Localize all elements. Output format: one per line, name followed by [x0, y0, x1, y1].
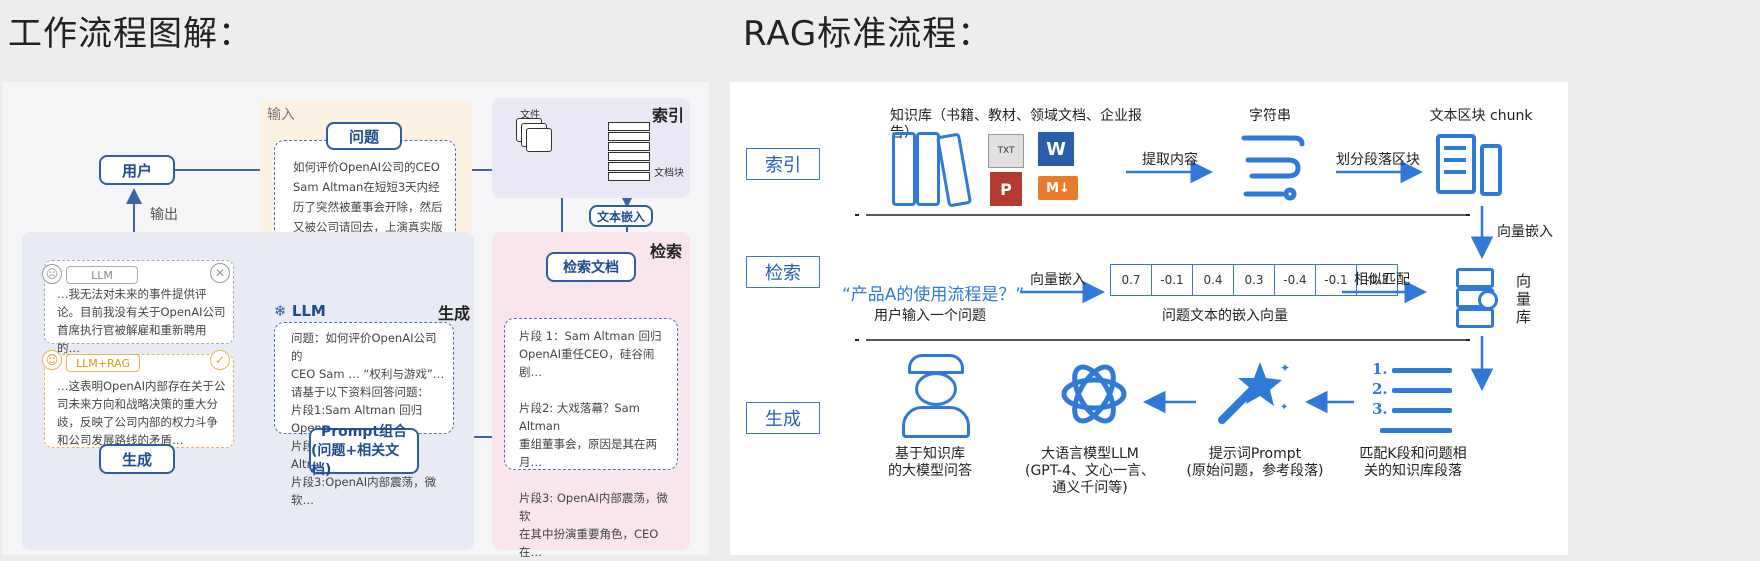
- doc-snippet-line: 片段3: OpenAI内部震荡，微软: [519, 491, 668, 523]
- generate-title: 生成: [438, 304, 471, 323]
- prompt-combine-button[interactable]: Prompt组合 (问题+相关文档): [309, 424, 419, 478]
- gen1-caption: 基于知识库 的大模型问答: [880, 446, 980, 480]
- llm-answer-text: …我无法对未来的事件提供评论。目前我没有关于OpenAI公司首席执行官被解雇和重…: [57, 287, 226, 355]
- pdf-file-icon: P: [990, 172, 1022, 206]
- left-panel: 输入 问题 如何评价OpenAI公司的CEO Sam Altman在短短3天内经…: [2, 82, 709, 559]
- docs-lines: 片段 1：Sam Altman 回归 OpenAI重任CEO，硅谷闹剧… 片段2: …: [505, 319, 677, 561]
- output-label: 输出: [150, 207, 178, 223]
- vector-cell: 0.4: [1193, 265, 1234, 295]
- doc-snippet-line: 片段2: 大戏落幕？Sam Altman: [519, 401, 640, 433]
- vector-cell: -0.1: [1316, 265, 1357, 295]
- retrieve-title: 检索: [650, 242, 683, 261]
- check-icon: ✓: [210, 350, 230, 370]
- embed-button[interactable]: 文本嵌入: [589, 205, 653, 227]
- string-label: 字符串: [1249, 108, 1291, 124]
- left-title: 工作流程图解：: [8, 14, 253, 54]
- input-label: 输入: [267, 107, 295, 123]
- index-zone: [492, 98, 690, 198]
- right-connectors: [855, 160, 1494, 414]
- snowflake-icon: ❄: [274, 302, 287, 320]
- gen3-line2: (原始问题，参考段落): [1186, 463, 1324, 479]
- embed-label-2: 向量嵌入: [1030, 272, 1086, 288]
- llm-tag: LLM: [66, 266, 138, 284]
- stage-retrieve: 检索: [746, 256, 820, 288]
- llm-label: ❄ LLM: [274, 302, 326, 320]
- svg-text:✦: ✦: [1280, 361, 1290, 375]
- gen4-line1: 匹配K段和问题相: [1359, 446, 1467, 462]
- files-label: 文件: [520, 110, 540, 121]
- gen2-line3: 通义千问等): [1052, 480, 1128, 496]
- prompt-line: 问题：如何评价OpenAI公司的: [291, 331, 437, 363]
- gen2-line1: 大语言模型LLM: [1041, 446, 1139, 462]
- doc-snippet-line: [519, 381, 669, 399]
- vector-cell: 0.7: [1111, 265, 1152, 295]
- gen2-line2: (GPT-4、文心一言、: [1025, 463, 1155, 479]
- smile-face-icon: ☺: [42, 350, 62, 370]
- vector-caption: 问题文本的嵌入向量: [1162, 308, 1288, 324]
- vector-cell: 0.3: [1234, 265, 1275, 295]
- list-num-1: 1.: [1372, 360, 1388, 378]
- stage-index: 索引: [746, 148, 820, 180]
- vdb-label: 向量库: [1516, 272, 1532, 326]
- doc-snippet-line: 重组董事会，原因是其在两月…: [519, 437, 657, 469]
- right-panel: 索引 检索 生成 知识库（书籍、教材、领域文档、企业报告） TXT W P M↓…: [730, 82, 1568, 555]
- gen1-line2: 的大模型问答: [888, 463, 972, 479]
- list-num-2: 2.: [1372, 380, 1388, 398]
- split-label: 划分段落区块: [1336, 152, 1420, 168]
- vector-cell: -0.3: [1365, 273, 1389, 287]
- right-title: RAG标准流程：: [743, 14, 993, 54]
- prompt-combine-line2: (问题+相关文档): [311, 442, 400, 478]
- embed-label: 向量嵌入: [1497, 224, 1553, 240]
- list-num-3: 3.: [1372, 400, 1388, 418]
- query-caption: 用户输入一个问题: [874, 308, 986, 324]
- gen3-caption: 提示词Prompt (原始问题，参考段落): [1180, 446, 1330, 480]
- gen4-line2: 关的知识库段落: [1364, 463, 1462, 479]
- llm-logo-icon: [1061, 364, 1127, 424]
- sad-face-icon: ☹: [42, 264, 62, 284]
- string-icon: [1241, 135, 1305, 201]
- doc-snippet-line: OpenAI重任CEO，硅谷闹剧…: [519, 347, 655, 379]
- question-button-top[interactable]: 问题: [326, 122, 402, 150]
- prompt-card: 问题：如何评价OpenAI公司的 CEO Sam … “权利与游戏”… 请基于以下资…: [274, 322, 454, 507]
- llm-rag-tag: LLM+RAG: [66, 354, 140, 372]
- doc-snippet-line: 在其中扮演重要角色，CEO在…: [519, 527, 659, 559]
- txt-file-icon: TXT: [988, 134, 1024, 168]
- retrieve-docs-button[interactable]: 检索文档: [546, 252, 636, 282]
- user-expert-icon: [898, 354, 970, 438]
- vector-cell: -0.4: [1275, 265, 1316, 295]
- user-button[interactable]: 用户: [99, 155, 175, 185]
- prompt-line: 请基于以下资料回答问题：: [291, 385, 429, 399]
- index-title: 索引: [652, 106, 685, 125]
- extract-label: 提取内容: [1142, 152, 1198, 168]
- gen3-line1: 提示词Prompt: [1208, 446, 1302, 462]
- chunk-label: 文本区块 chunk: [1429, 108, 1533, 124]
- word-file-icon: W: [1038, 132, 1074, 166]
- query-text: “产品A的使用流程是？”: [842, 285, 1025, 305]
- gen1-line1: 基于知识库: [895, 446, 965, 462]
- close-icon: ✕: [210, 263, 230, 283]
- llm-label-text: LLM: [291, 302, 326, 320]
- vector-cell: -0.1: [1152, 265, 1193, 295]
- prompt-combine-line1: Prompt组合: [320, 423, 408, 440]
- stage-generate: 生成: [746, 402, 820, 434]
- prompt-line: CEO Sam … “权利与游戏”…: [291, 367, 445, 381]
- docs-card: 片段 1：Sam Altman 回归 OpenAI重任CEO，硅谷闹剧… 片段2: …: [504, 318, 678, 559]
- magic-wand-icon: ✦ ✦: [1218, 361, 1290, 424]
- generate-button[interactable]: 生成: [99, 444, 175, 474]
- svg-text:✦: ✦: [1280, 402, 1288, 413]
- chunks-label: 文档块: [654, 168, 684, 179]
- prompt-lines: 问题：如何评价OpenAI公司的 CEO Sam … “权利与游戏”… 请基于以下资…: [275, 323, 453, 509]
- match-label: 相似匹配: [1354, 272, 1410, 288]
- gen2-caption: 大语言模型LLM (GPT-4、文心一言、 通义千问等): [1020, 446, 1160, 497]
- llm-rag-answer-text: …这表明OpenAI内部存在关于公司未来方向和战略决策的重大分歧，反映了公司内部…: [57, 379, 226, 447]
- doc-snippet-line: 片段 1：Sam Altman 回归: [519, 329, 662, 343]
- prompt-line: 片段3:OpenAI内部震荡，微软…: [291, 475, 437, 507]
- markdown-file-icon: M↓: [1038, 176, 1078, 200]
- gen4-caption: 匹配K段和问题相 关的知识库段落: [1348, 446, 1478, 480]
- llm-answer-card: …我无法对未来的事件提供评论。目前我没有关于OpenAI公司首席执行官被解雇和重…: [44, 260, 234, 355]
- doc-snippet-line: [519, 471, 669, 489]
